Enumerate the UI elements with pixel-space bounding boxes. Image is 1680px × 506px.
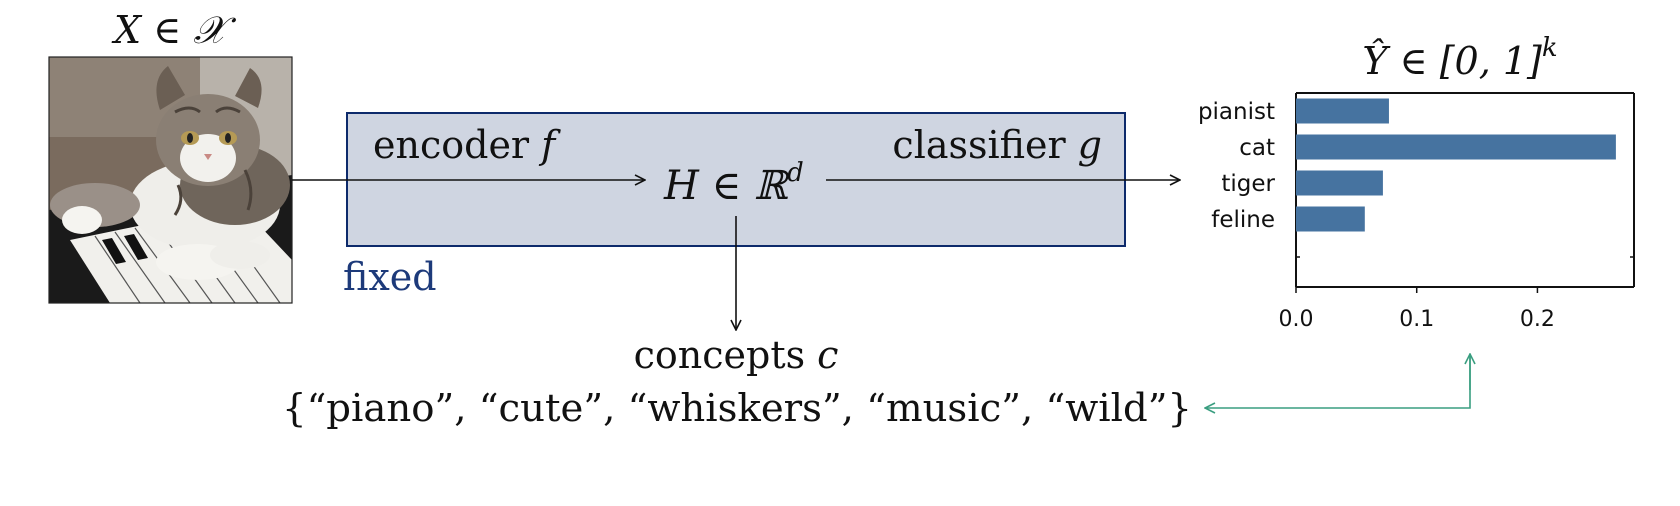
fixed-label: fixed	[343, 255, 437, 299]
category-label-cat: cat	[1239, 135, 1275, 161]
input-label: X ∈ 𝒳	[111, 8, 236, 52]
cat-piano-image	[48, 56, 293, 304]
hidden-representation-label: H ∈ ℝd	[663, 158, 804, 209]
category-label-feline: feline	[1211, 207, 1275, 233]
chart-x-ticks: 0.0 0.1 0.2	[1279, 287, 1555, 332]
x-tick-label: 0.2	[1520, 307, 1555, 332]
bar-tiger	[1296, 170, 1383, 196]
probability-bar-chart: pianist cat tiger feline 0.0 0.1 0.2	[1198, 92, 1635, 332]
x-tick-label: 0.1	[1399, 307, 1434, 332]
concept-chart-link-arrow	[1205, 354, 1471, 408]
bar-cat	[1296, 134, 1616, 160]
cat-figure	[50, 66, 290, 280]
category-label-pianist: pianist	[1198, 99, 1275, 125]
bar-feline	[1296, 206, 1365, 232]
category-label-tiger: tiger	[1221, 171, 1275, 197]
chart-bars	[1296, 98, 1616, 232]
bar-pianist	[1296, 98, 1389, 124]
x-tick-label: 0.0	[1279, 307, 1314, 332]
concept-set: {“piano”, “cute”, “whiskers”, “music”, “…	[282, 386, 1192, 430]
chart-category-labels: pianist cat tiger feline	[1198, 99, 1276, 233]
output-label: Ŷ ∈ [0, 1]k	[1362, 33, 1557, 83]
